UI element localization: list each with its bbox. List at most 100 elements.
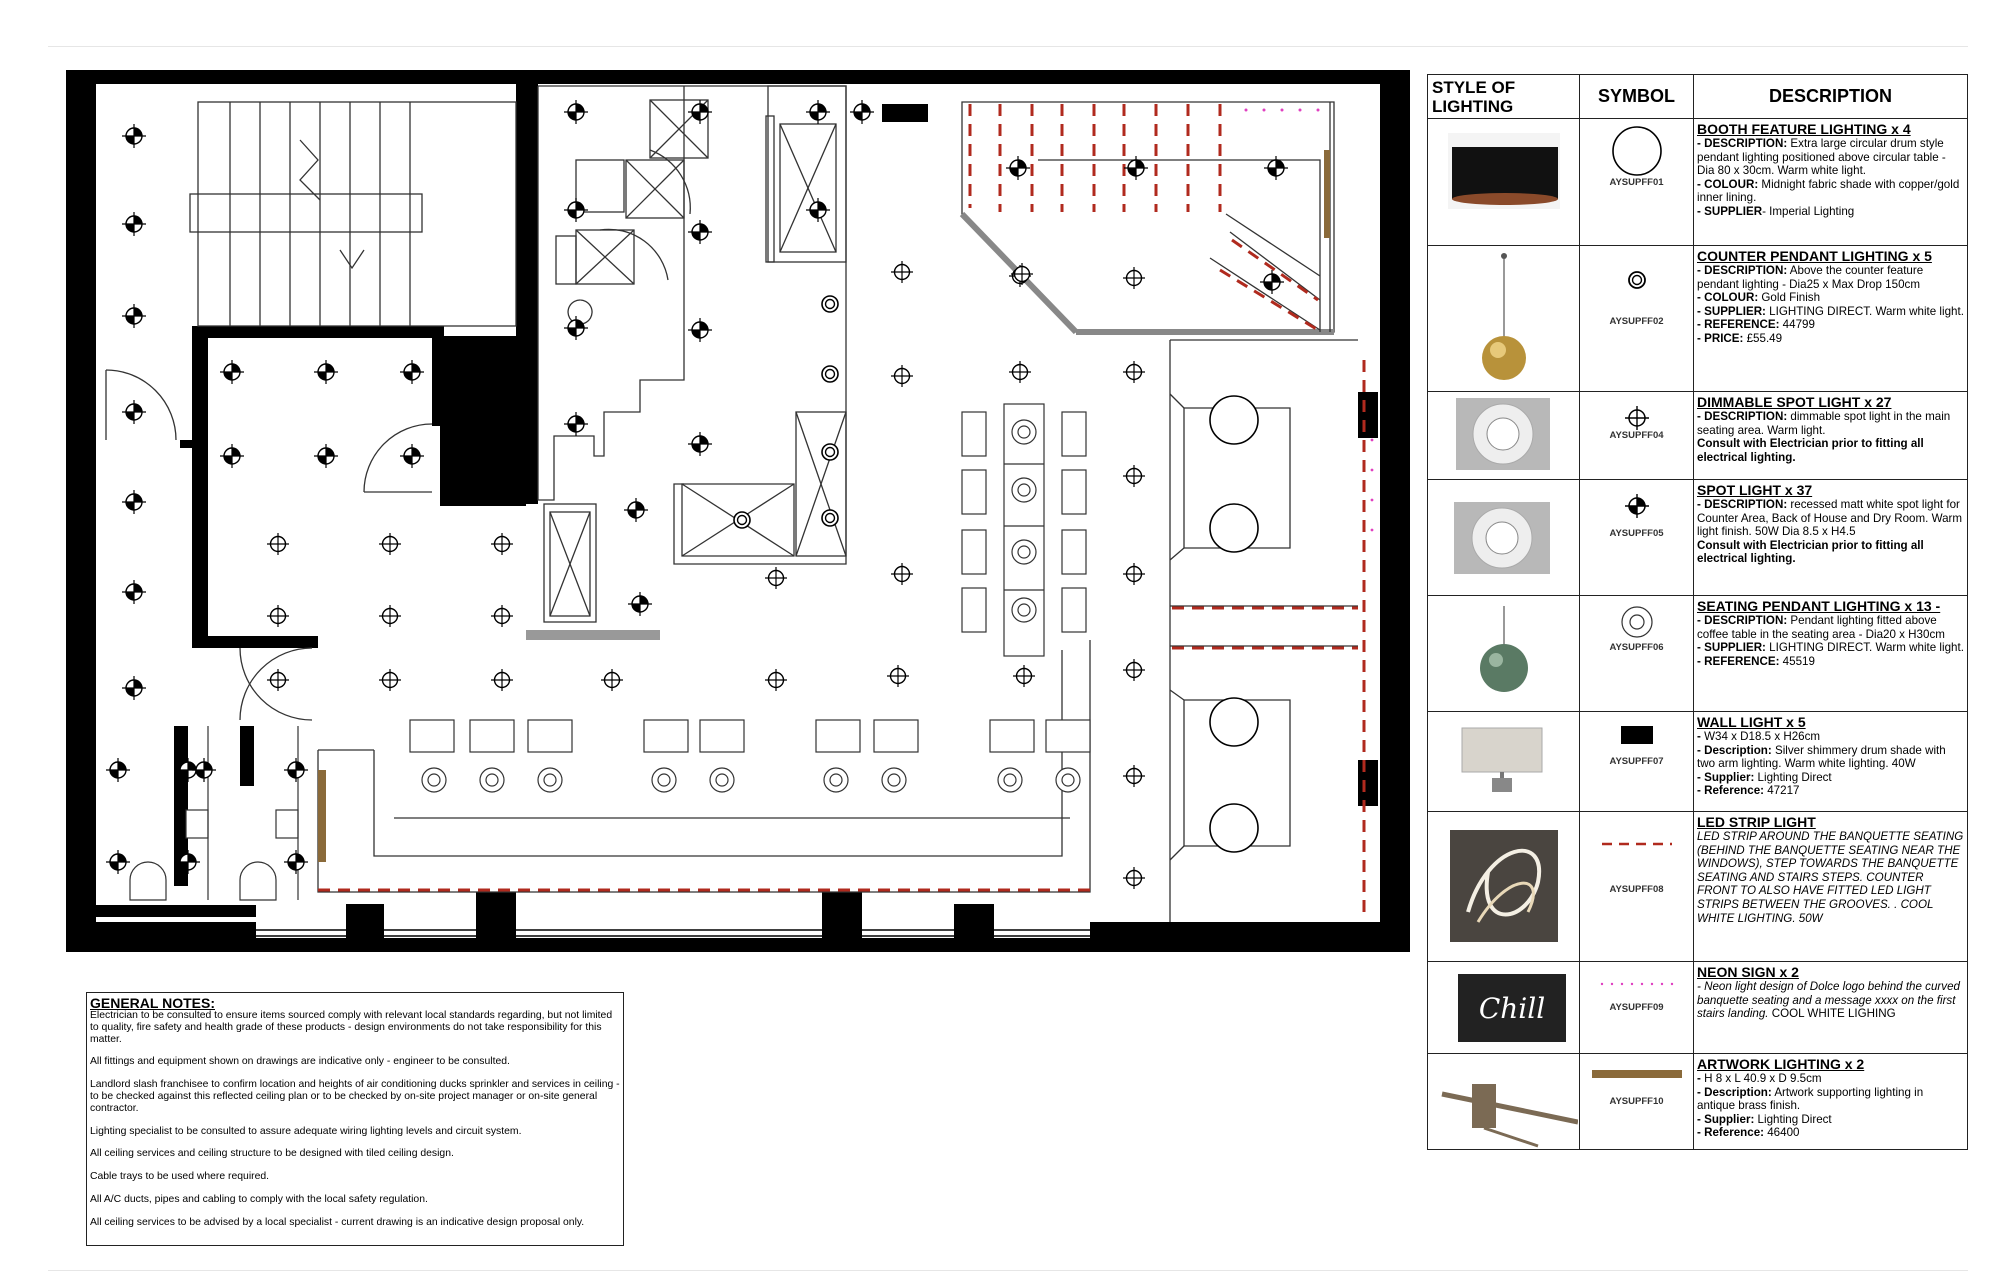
spot-light-symbol: [688, 318, 712, 342]
spot-light-symbol: [176, 758, 200, 782]
legend-item-line: - DESCRIPTION: dimmable spot light in th…: [1697, 410, 1951, 437]
dimmable-spot-symbol: [379, 605, 401, 627]
artwork-light-counter: [318, 770, 326, 862]
double-small-circle-icon: [1628, 271, 1646, 289]
legend-item-title: SEATING PENDANT LIGHTING x 13 -: [1697, 598, 1941, 614]
spot-light-symbol: [806, 100, 830, 124]
dimmable-spot-symbol: [891, 261, 913, 283]
led-strip-photo: [1450, 830, 1558, 942]
legend-item-line: - PRICE: £55.49: [1697, 331, 1783, 345]
spot-light-symbol: [122, 676, 146, 700]
note-paragraph: All A/C ducts, pipes and cabling to comp…: [90, 1193, 428, 1205]
legend-item-line: - Supplier: Lighting Direct: [1697, 770, 1832, 784]
general-notes: GENERAL NOTES: Electrician to be consult…: [86, 992, 624, 1246]
legend-description-cell: COUNTER PENDANT LIGHTING x 5- DESCRIPTIO…: [1693, 245, 1968, 392]
seating-pendant-symbol: [479, 767, 505, 793]
spot-light-symbol: [106, 850, 130, 874]
legend-symbol-cell: AYSUPFF10: [1579, 1053, 1694, 1150]
legend-item-line: - H 8 x L 40.9 x D 9.5cm: [1697, 1072, 1822, 1085]
neon-sample-text: Chill: [1479, 992, 1545, 1025]
outer-walls: [66, 70, 1410, 952]
legend-description-cell: BOOTH FEATURE LIGHTING x 4- DESCRIPTION:…: [1693, 118, 1968, 246]
legend-photo-cell: [1427, 118, 1580, 246]
gold-pendant-photo: [1482, 253, 1526, 380]
legend-item-line: - SUPPLIER: LIGHTING DIRECT. Warm white …: [1697, 641, 1964, 655]
double-circle-icon: [1621, 606, 1653, 638]
seating-pendant-symbol: [709, 767, 735, 793]
legend-description-cell: DIMMABLE SPOT LIGHT x 27- DESCRIPTION: d…: [1693, 391, 1968, 480]
legend-symbol-cell: AYSUPFF05: [1579, 479, 1694, 596]
spot-light-symbol: [1260, 270, 1284, 294]
legend-photo-cell: [1427, 811, 1580, 962]
long-table: [961, 403, 1087, 657]
legend-description-cell: SEATING PENDANT LIGHTING x 13 -- DESCRIP…: [1693, 595, 1968, 712]
dimmable-spot-symbol: [491, 533, 513, 555]
shelf: [526, 630, 660, 640]
neon-sign-photo: Chill: [1458, 974, 1566, 1042]
dimmable-spot-symbol: [887, 665, 909, 687]
spot-light-symbol: [106, 758, 130, 782]
legend-symbol-cell: AYSUPFF09: [1579, 961, 1694, 1054]
legend-photo-cell: [1427, 245, 1580, 392]
spot-light-symbol: [688, 432, 712, 456]
dimmable-spot-symbol: [379, 669, 401, 691]
legend-item-note: LED STRIP AROUND THE BANQUETTE SEATING (…: [1697, 830, 1964, 925]
symbol-code: AYSUPFF01: [1609, 177, 1664, 188]
note-paragraph: Lighting specialist to be consulted to a…: [90, 1125, 522, 1137]
spot-light-symbol: [176, 850, 200, 874]
legend-item-title: WALL LIGHT x 5: [1697, 714, 1806, 730]
seating-pendant-symbol: [1011, 477, 1037, 503]
legend-symbol-cell: AYSUPFF08: [1579, 811, 1694, 962]
neon-sign-banquette: [1370, 438, 1374, 532]
green-pendant-photo: [1480, 606, 1528, 692]
dimmable-spot-symbol: [765, 669, 787, 691]
dimmable-spot-symbol: [1123, 659, 1145, 681]
dimmable-spot-symbol: [1123, 465, 1145, 487]
note-paragraph: All ceiling services to be advised by a …: [90, 1216, 585, 1228]
spot-light-symbol: [284, 758, 308, 782]
bar-stools: [409, 719, 1091, 753]
note-paragraph: Landlord slash franchisee to confirm loc…: [90, 1079, 620, 1114]
spot-light-symbol: [1006, 156, 1030, 180]
dimmable-spot-symbol: [765, 567, 787, 589]
spot-light-symbol: [122, 490, 146, 514]
booth-feature-symbol: [1209, 803, 1259, 853]
dimmable-spot-symbol: [267, 669, 289, 691]
legend-item-title: COUNTER PENDANT LIGHTING x 5: [1697, 248, 1932, 264]
booth-feature-symbols: [1209, 395, 1259, 853]
booths: [1169, 339, 1358, 922]
header-description: DESCRIPTION: [1693, 74, 1968, 119]
booth-feature-symbol: [1209, 503, 1259, 553]
counter-pendant-symbols: [733, 295, 839, 529]
pink-dotted-line-icon: [1600, 982, 1674, 986]
legend-description-cell: NEON SIGN x 2- Neon light design of Dolc…: [1693, 961, 1968, 1054]
wall-light-photo: [1461, 727, 1543, 792]
symbol-code: AYSUPFF10: [1609, 1096, 1664, 1107]
dimmable-spot-symbol: [1123, 563, 1145, 585]
legend-description-cell: ARTWORK LIGHTING x 2- H 8 x L 40.9 x D 9…: [1693, 1053, 1968, 1150]
neon-sign-stairs: [1244, 108, 1320, 112]
brass-bar-icon: [1592, 1070, 1682, 1078]
dimmable-spot-symbols: [267, 261, 1145, 889]
spot-light-symbol: [122, 124, 146, 148]
note-paragraph: All ceiling services and ceiling structu…: [90, 1148, 454, 1160]
seating-pendant-symbol: [1011, 597, 1037, 623]
spot-light-symbol: [220, 360, 244, 384]
black-rectangle-icon: [1621, 726, 1653, 744]
legend-symbol-cell: AYSUPFF02: [1579, 245, 1694, 392]
counter-pendant-symbol: [733, 511, 751, 529]
spot-light-symbol: [688, 220, 712, 244]
dimmable-spot-symbol: [379, 533, 401, 555]
legend-row: AYSUPFF10 ARTWORK LIGHTING x 2- H 8 x L 4…: [1427, 1053, 1968, 1150]
spot-light-symbol: [122, 304, 146, 328]
legend-photo-cell: [1427, 1053, 1580, 1150]
spot-light-symbol: [122, 212, 146, 236]
legend-item-title: BOOTH FEATURE LIGHTING x 4: [1697, 121, 1911, 137]
legend-item-note: - Neon light design of Dolce logo behind…: [1697, 980, 1960, 1021]
dimmable-spot-symbol: [267, 533, 289, 555]
legend-row: AYSUPFF01 BOOTH FEATURE LIGHTING x 4- DES…: [1427, 118, 1968, 246]
note-paragraph: All fittings and equipment shown on draw…: [90, 1056, 510, 1068]
